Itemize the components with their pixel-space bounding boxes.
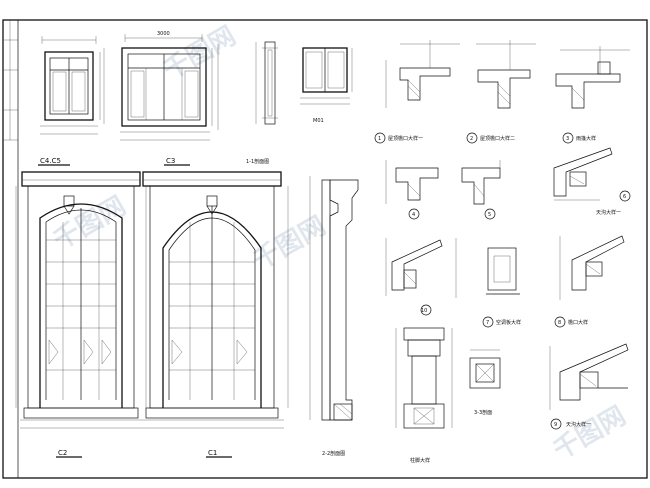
- detail-1-eave: [385, 40, 460, 108]
- detail-8-eave: [559, 235, 625, 300]
- section-2-2: [309, 176, 359, 421]
- window-c2-elevation: [15, 171, 147, 429]
- callout-circle: [550, 418, 562, 430]
- callout-circle: [408, 208, 420, 220]
- detail-column-base: [395, 327, 453, 429]
- callout-circle: [562, 132, 574, 144]
- callout-number: 7: [486, 320, 489, 326]
- detail-2-eave: [476, 40, 536, 109]
- detail-6-gutter: [553, 147, 613, 201]
- detail-4: [385, 160, 439, 204]
- c1-title: C1: [208, 449, 217, 457]
- callout-number: 8: [558, 320, 561, 326]
- detail-1-title: 屋顶檐口大样一: [388, 135, 423, 142]
- callout-number: 9: [554, 422, 557, 428]
- c3-title: C3: [166, 157, 175, 165]
- callout-circle: [554, 316, 566, 328]
- callout-circle: [482, 316, 494, 328]
- callout-circle: [466, 132, 478, 144]
- detail-eave-left: [385, 238, 443, 296]
- c4c5-title: C4.C5: [40, 157, 61, 165]
- detail-2-title: 屋顶檐口大样二: [480, 135, 515, 142]
- detail-3-title: 雨篷大样: [576, 135, 596, 142]
- watermark-group: 千图网 千图网 千图网 千图网: [49, 21, 632, 466]
- c2-title: C2: [58, 449, 67, 457]
- window-c1-elevation: [142, 171, 289, 429]
- callout-number: 4: [412, 212, 415, 218]
- detail-9-gutter: [549, 343, 629, 410]
- callout-circle: [420, 304, 432, 316]
- window-c4c5-elevation: [40, 36, 105, 135]
- detail-7-ac-slab: [455, 238, 520, 298]
- sec33-title: 3-3剖面: [474, 409, 492, 416]
- section-1-1: [255, 41, 278, 125]
- callout-circle: [484, 208, 496, 220]
- door-m01-elevation: [300, 47, 353, 105]
- callout-number: 6: [623, 194, 626, 200]
- callout-number: 1: [378, 136, 381, 142]
- callout-number: 2: [470, 136, 473, 142]
- title-strip-cells: [3, 20, 18, 141]
- sheet-border: [2, 19, 648, 479]
- dim-text: 3000: [157, 31, 170, 37]
- callout-number: 5: [488, 212, 491, 218]
- detail-7-title: 空调板大样: [496, 319, 521, 326]
- callout-circle: [619, 190, 631, 202]
- watermark: 千图网: [549, 401, 632, 466]
- callout-circle: [374, 132, 386, 144]
- column-title: 柱脚大样: [410, 457, 430, 464]
- section-3-3: [469, 349, 501, 389]
- detail-9-title: 天沟大样一: [566, 421, 591, 428]
- m01-title: M01: [313, 118, 324, 124]
- watermark: 千图网: [49, 191, 132, 256]
- sec22-title: 2-2剖面图: [322, 450, 345, 457]
- detail-5: [461, 160, 501, 205]
- detail-6-title: 天沟大样一: [596, 209, 621, 216]
- callout-number: 3: [566, 136, 569, 142]
- detail-8-title: 檐口大样: [568, 319, 588, 326]
- sec11-title: 1-1剖面图: [246, 158, 269, 165]
- callout-number: 10: [421, 308, 427, 314]
- detail-3-canopy: [555, 46, 630, 109]
- window-c3-elevation: 3000: [120, 31, 219, 141]
